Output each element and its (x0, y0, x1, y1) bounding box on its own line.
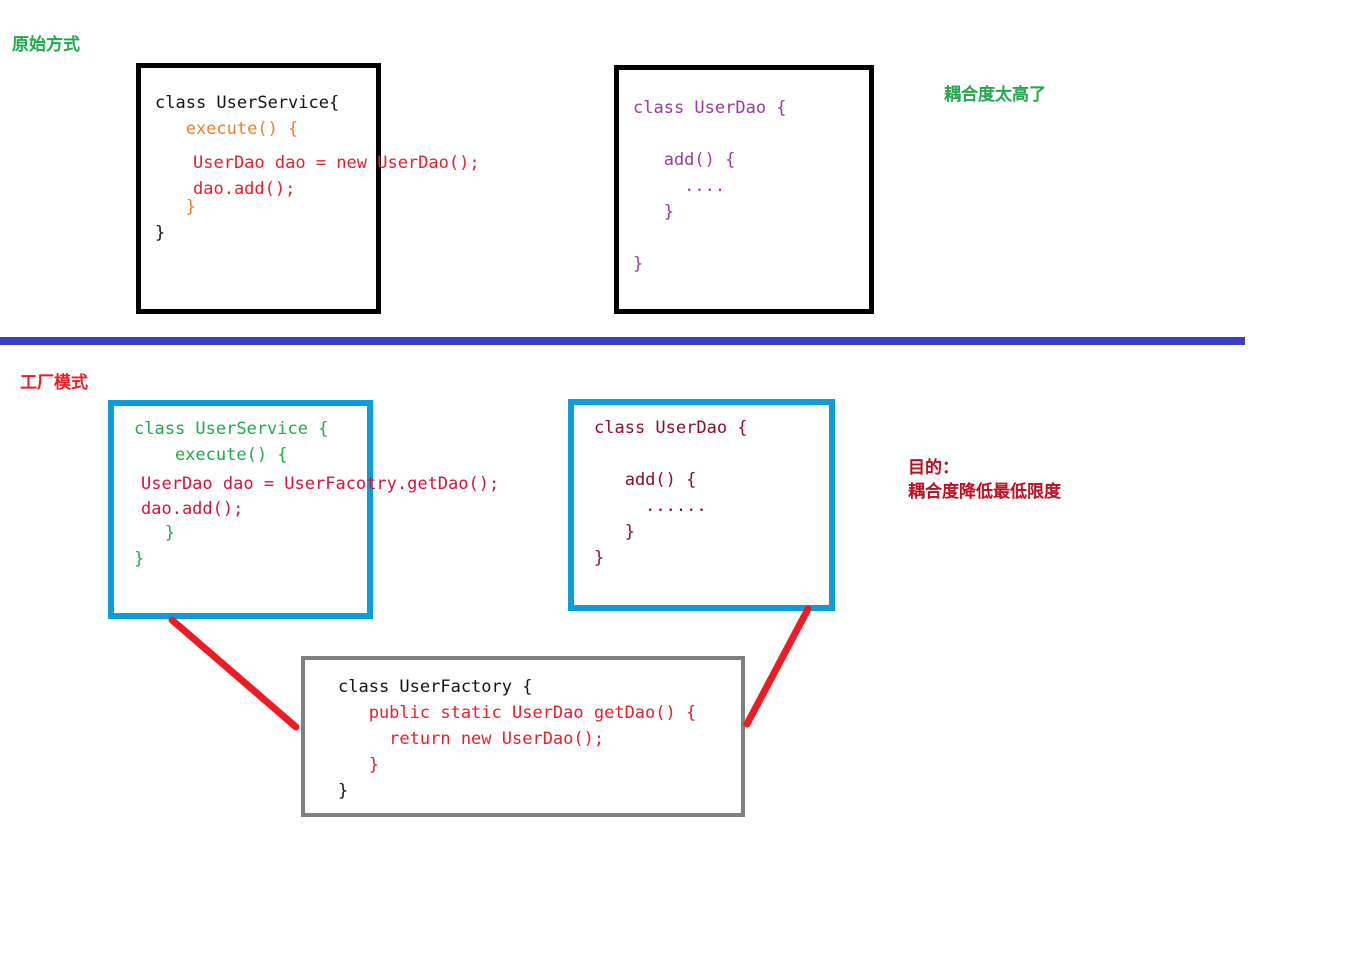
annotation-purpose: 目的： 耦合度降低最低限度 (908, 456, 1061, 504)
code-line-dots: .... (633, 176, 726, 196)
code-line-add: add() { (633, 150, 736, 170)
section-label-original: 原始方式 (12, 35, 80, 55)
code-block-user-dao-original: class UserDao { add() { .... } } (633, 95, 787, 277)
code-block-user-factory: class UserFactory { public static UserDa… (338, 674, 696, 804)
section-divider (0, 337, 1245, 345)
code-line-get-dao: public static UserDao getDao() { (338, 703, 697, 723)
annotation-purpose-line2: 耦合度降低最低限度 (908, 482, 1061, 502)
code-line-close-inner: } (338, 755, 379, 775)
section-label-factory: 工厂模式 (20, 373, 88, 393)
annotation-purpose-line1: 目的： (908, 458, 959, 478)
code-line-close-outer: } (134, 549, 145, 569)
code-line-close-inner: } (594, 522, 635, 542)
annotation-coupling-too-high: 耦合度太高了 (944, 85, 1046, 105)
connector-user-dao-to-factory (743, 605, 812, 728)
code-line-add: add() { (594, 470, 697, 490)
code-block-user-service-original: class UserService{ execute() { } } (155, 90, 339, 246)
code-line-close-inner: } (155, 197, 196, 217)
code-line-factory-get-dao: UserDao dao = UserFacotry.getDao(); (141, 474, 500, 494)
code-line-class-decl: class UserDao { (594, 418, 748, 438)
code-line-return-new-userdao: return new UserDao(); (338, 729, 605, 749)
code-line-class-decl: class UserFactory { (338, 677, 533, 697)
code-line-execute: execute() { (155, 119, 299, 139)
code-line-execute: execute() { (134, 445, 288, 465)
code-line-class-decl: class UserService { (134, 419, 329, 439)
code-line-close-outer: } (338, 781, 349, 801)
code-line-close-outer: } (155, 223, 166, 243)
code-line-new-userdao: UserDao dao = new UserDao(); (193, 153, 480, 173)
code-line-class-decl: class UserDao { (633, 98, 787, 118)
code-line-close-inner: } (633, 202, 674, 222)
connector-user-service-to-factory (168, 616, 300, 731)
code-line-class-decl: class UserService{ (155, 93, 340, 113)
code-line-dots: ...... (594, 496, 707, 516)
code-box-user-service-factory: class UserService { execute() { } } (108, 400, 373, 619)
code-box-user-dao-original: class UserDao { add() { .... } } (614, 65, 874, 314)
code-block-user-dao-factory: class UserDao { add() { ...... } } (594, 415, 748, 571)
code-box-user-factory: class UserFactory { public static UserDa… (301, 656, 745, 817)
code-line-close-outer: } (594, 548, 605, 568)
code-line-close-outer: } (633, 254, 644, 274)
code-line-close-inner: } (134, 523, 175, 543)
code-box-user-dao-factory: class UserDao { add() { ...... } } (568, 399, 835, 611)
code-line-dao-add: dao.add(); (141, 499, 244, 519)
code-block-user-service-factory: class UserService { execute() { } } (134, 416, 328, 572)
code-box-user-service-original: class UserService{ execute() { } } (136, 63, 381, 314)
code-line-dao-add: dao.add(); (193, 179, 296, 199)
